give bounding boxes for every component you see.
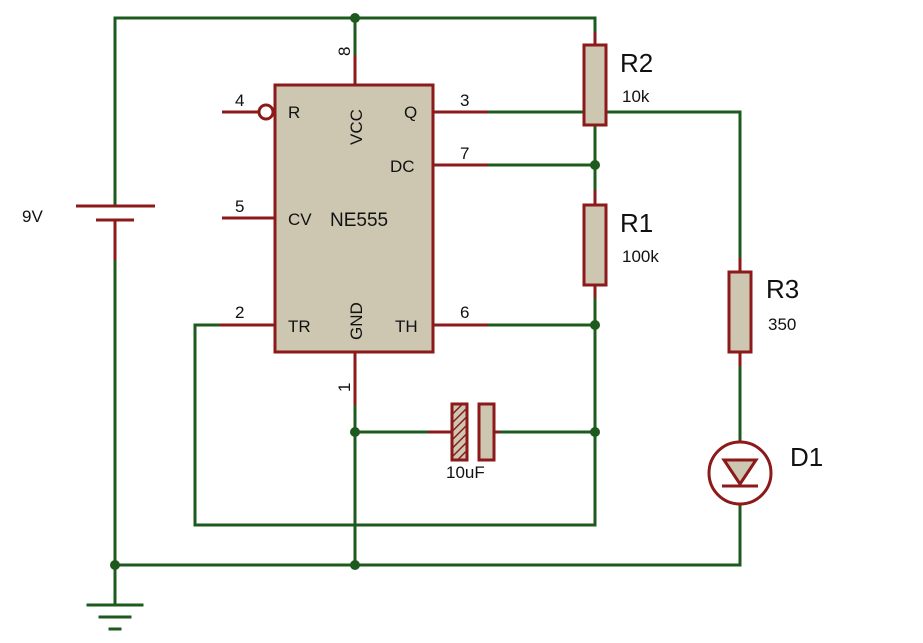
junction-dot [350, 427, 360, 437]
r3-body [727, 270, 753, 354]
pin-7-label: DC [390, 157, 415, 176]
ic-body [273, 83, 435, 354]
r3-reference: R3 [766, 274, 799, 304]
junction-dot [350, 560, 360, 570]
junction-dot [590, 427, 600, 437]
capacitor-10uf: 10uF [428, 402, 500, 482]
pin-4-label: R [288, 103, 300, 122]
r1-value: 100k [622, 247, 659, 266]
pin-7-number: 7 [460, 144, 469, 163]
pin-2-number: 2 [235, 303, 244, 322]
junctions [110, 13, 600, 570]
pin-4-number: 4 [235, 91, 244, 110]
pin-1-label: GND [347, 302, 366, 340]
resistor-r2: R2 10k [582, 32, 653, 127]
battery: 9V [22, 180, 155, 260]
junction-dot [110, 560, 120, 570]
battery-value: 9V [22, 207, 43, 226]
capacitor-plate-positive [450, 402, 469, 462]
resistor-r1: R1 100k [582, 190, 659, 298]
ground-symbol [86, 603, 144, 631]
diode-d1: D1 [707, 440, 823, 506]
pin-3-label: Q [404, 103, 417, 122]
capacitor-value: 10uF [446, 463, 485, 482]
r2-reference: R2 [620, 48, 653, 78]
pin-8-number: 8 [335, 47, 354, 56]
pin-5-label: CV [288, 210, 312, 229]
r1-body [582, 203, 608, 287]
pin-3-number: 3 [460, 91, 469, 110]
r3-value: 350 [768, 315, 796, 334]
pin-2-label: TR [288, 317, 311, 336]
pin-1-number: 1 [335, 383, 354, 392]
capacitor-plate-negative [477, 402, 496, 462]
pin-6-number: 6 [460, 303, 469, 322]
pin-5-number: 5 [235, 197, 244, 216]
diode-reference: D1 [790, 442, 823, 472]
pin-4-inversion-bubble [257, 103, 275, 121]
junction-dot [590, 320, 600, 330]
r2-body [582, 43, 608, 127]
pin-8-label: VCC [347, 109, 366, 145]
diode-triangle [721, 458, 759, 487]
resistor-r3: R3 350 [727, 258, 799, 366]
ic-part-label: NE555 [330, 210, 388, 231]
r1-reference: R1 [620, 208, 653, 238]
junction-dot [350, 13, 360, 23]
r2-value: 10k [622, 87, 650, 106]
junction-dot [590, 160, 600, 170]
pin-6-label: TH [395, 317, 418, 336]
ne555-ic: NE555 4 R 5 CV 2 TR 8 VCC 1 GND 3 Q 7 DC… [220, 47, 488, 405]
